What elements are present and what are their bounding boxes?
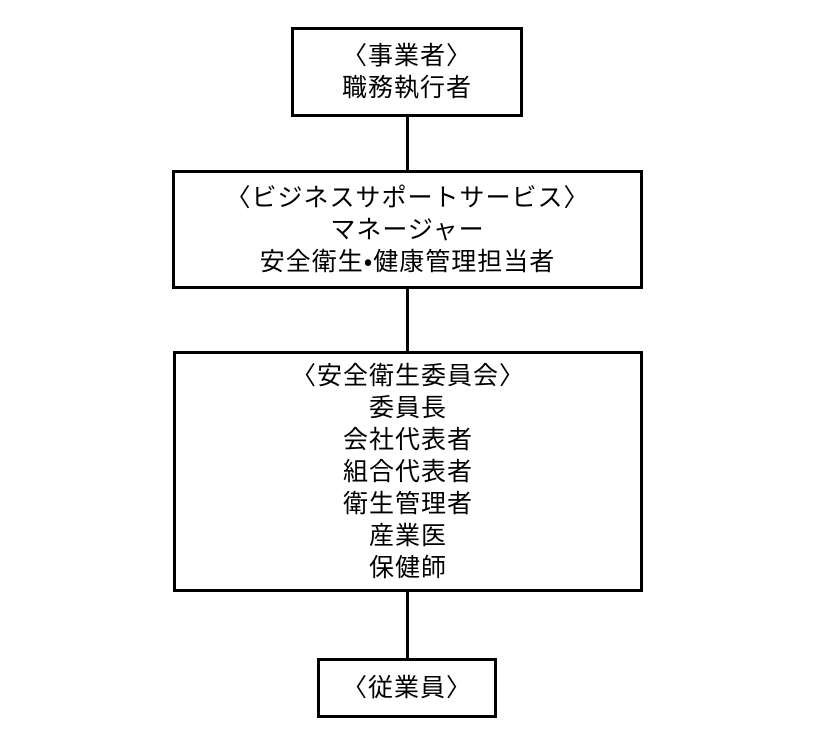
- box-line: 組合代表者: [342, 456, 473, 486]
- box-employees: 〈従業員〉: [317, 658, 497, 718]
- box-line: 〈従業員〉: [341, 673, 472, 702]
- box-line: 会社代表者: [342, 424, 473, 454]
- box-line: 委員長: [368, 392, 447, 422]
- box-line: 産業医: [368, 520, 447, 550]
- connector-line: [406, 590, 409, 660]
- box-safety-health-committee: 〈安全衛生委員会〉 委員長 会社代表者 組合代表者 衛生管理者 産業医 保健師: [173, 351, 643, 592]
- box-line: 安全衛生・健康管理担当者: [259, 246, 556, 276]
- box-line: 職務執行者: [341, 73, 472, 102]
- box-line: マネージャー: [330, 214, 485, 244]
- box-line: 衛生管理者: [342, 488, 473, 518]
- box-business-operator: 〈事業者〉 職務執行者: [291, 27, 523, 117]
- box-line: 〈ビジネスサポートサービス〉: [225, 182, 590, 212]
- box-business-support-service: 〈ビジネスサポートサービス〉 マネージャー 安全衛生・健康管理担当者: [172, 170, 643, 289]
- box-line: 保健師: [368, 552, 447, 582]
- connector-line: [406, 287, 409, 353]
- box-line: 〈事業者〉: [341, 41, 472, 70]
- box-line: 〈安全衛生委員会〉: [290, 360, 525, 390]
- connector-line: [406, 115, 409, 172]
